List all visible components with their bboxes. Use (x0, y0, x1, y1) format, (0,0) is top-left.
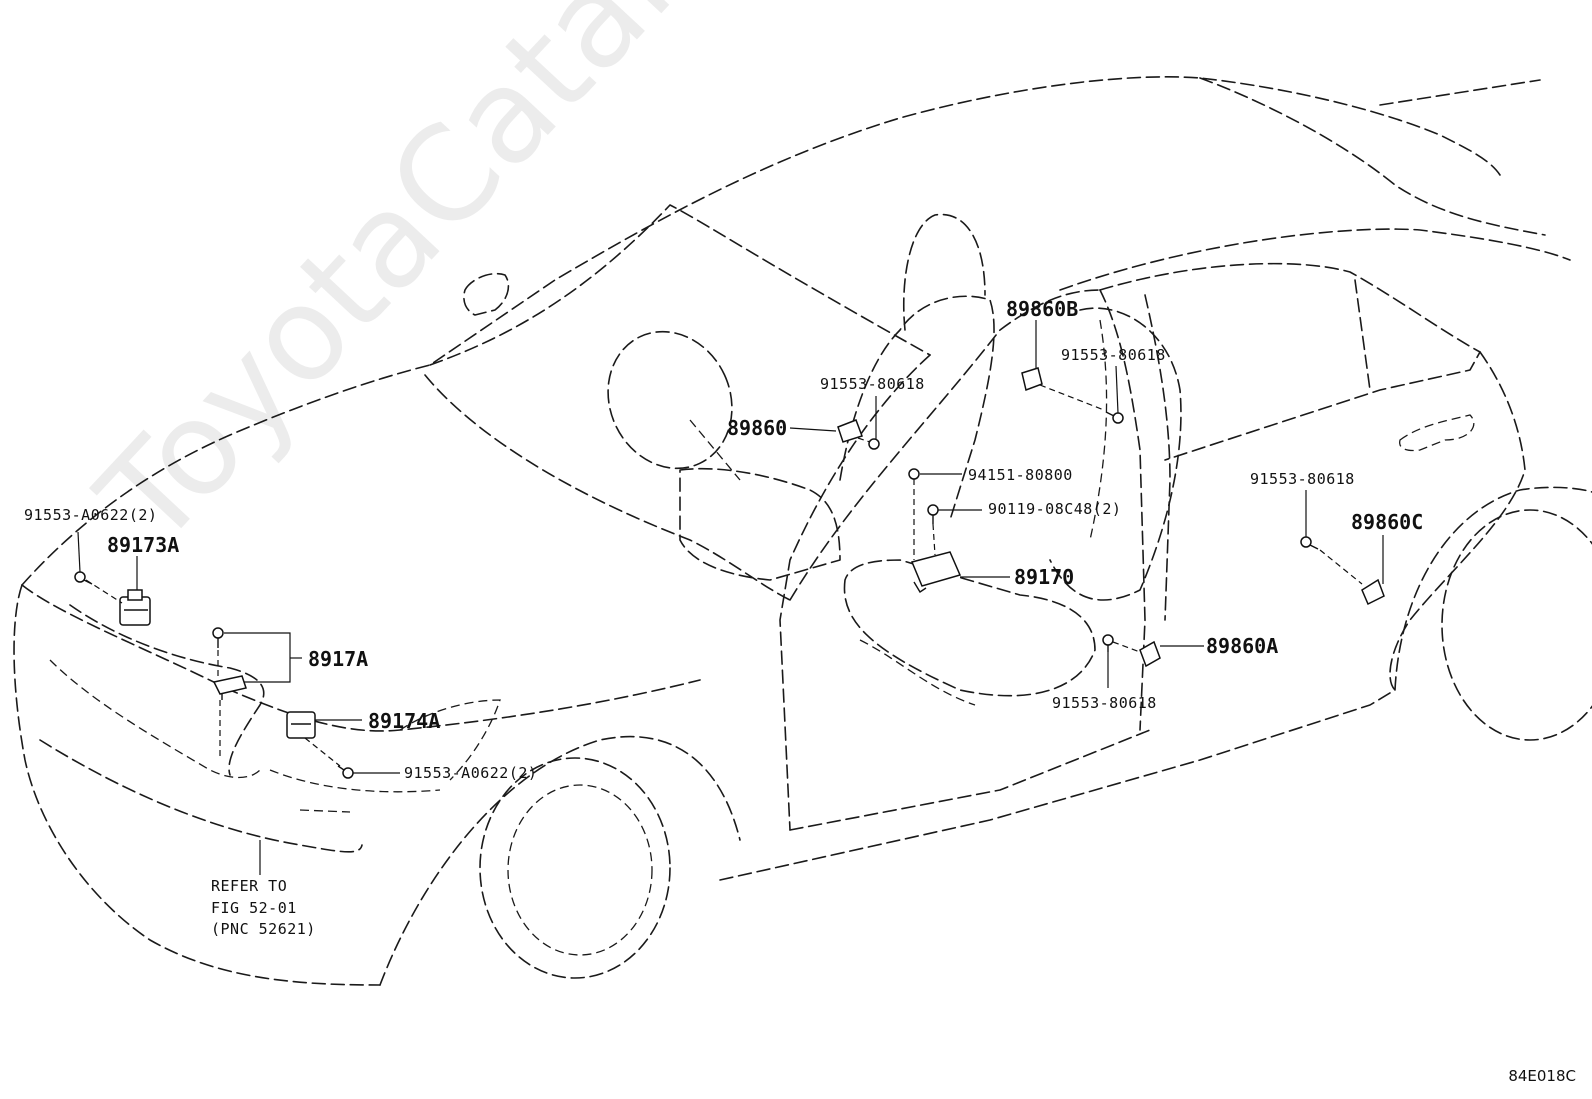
label-bolt-89170: 90119-08C48(2) (988, 500, 1122, 518)
rear-wheel-arch (1394, 486, 1592, 691)
side-sill (719, 689, 1396, 881)
a-pillar (779, 354, 931, 831)
refer-line-3: (PNC 52621) (211, 920, 316, 938)
bolt-89860 (868, 438, 880, 450)
label-bolt-front-left: 91553-A0622(2) (24, 506, 158, 524)
part-89860-sensor (837, 419, 863, 443)
headlamp-edge (69, 604, 265, 776)
hood-line (21, 584, 701, 732)
front-wheel-arch (379, 735, 741, 986)
part-89860B-sensor (1021, 367, 1043, 392)
headrest (902, 213, 986, 331)
bolt-front-left (74, 571, 93, 585)
part-89174A-sensor (286, 711, 316, 739)
roof-rear-line (1199, 77, 1546, 236)
part-89860A-sensor (1139, 640, 1161, 668)
side-lower (789, 729, 1151, 831)
label-nut-89170: 94151-80800 (968, 466, 1073, 484)
bolt-89170 (927, 504, 939, 524)
label-bolt-front-lower: 91553-A0622(2) (404, 764, 538, 782)
steering-wheel (607, 330, 733, 470)
rear-deck-line (1379, 79, 1541, 106)
figure-code: 84E018C (1508, 1067, 1576, 1085)
bumper-lower (39, 739, 363, 853)
label-89860: 89860 (727, 416, 788, 440)
b-pillar-front (1099, 289, 1146, 731)
rear-seat (1049, 307, 1182, 601)
part-89860C-sensor (1361, 578, 1385, 606)
nut-89170 (908, 468, 920, 480)
b-pillar-rear (1144, 294, 1171, 621)
label-bolt-89860A: 91553-80618 (1052, 694, 1157, 712)
label-bolt-89860: 91553-80618 (820, 375, 925, 393)
front-wheel (479, 757, 671, 979)
seat-side (859, 639, 976, 706)
seat-back (839, 295, 995, 521)
rear-window-frame (1099, 262, 1481, 461)
grille-area (49, 659, 261, 779)
refer-line-2: FIG 52-01 (211, 899, 297, 917)
rear-door-top (1059, 228, 1571, 291)
part-89173A-sensor (119, 589, 151, 626)
label-89860B: 89860B (1006, 297, 1079, 321)
lower-trim (269, 769, 441, 793)
dashboard (679, 467, 841, 581)
front-bumper (13, 584, 381, 986)
windshield-top (429, 204, 931, 366)
label-89860C: 89860C (1351, 510, 1424, 534)
label-89170: 89170 (1014, 565, 1075, 589)
part-8917A-bolt (212, 627, 224, 648)
rear-seat-inner (1089, 319, 1108, 541)
rear-pillar (1354, 279, 1371, 391)
rear-wheel (1441, 509, 1592, 741)
bolt-front-lower (337, 765, 354, 779)
seat-cushion (843, 559, 1096, 697)
bolt-89860B (1105, 411, 1124, 424)
label-89174A: 89174A (368, 709, 441, 733)
part-8917A-bracket (212, 675, 247, 700)
label-89860A: 89860A (1206, 634, 1279, 658)
bolt-89860A (1102, 634, 1114, 652)
part-89170-ecu (910, 551, 962, 593)
windshield-bottom (424, 374, 791, 601)
bolt-89860C (1300, 536, 1319, 550)
rocker-ext (299, 809, 351, 813)
label-8917A: 8917A (308, 647, 369, 671)
label-bolt-89860C: 91553-80618 (1250, 470, 1355, 488)
refer-line-1: REFER TO (211, 877, 288, 895)
front-wheel-inner (507, 784, 653, 956)
side-mirror (463, 272, 510, 316)
fender-line (399, 699, 501, 781)
rear-door-edge (1389, 351, 1526, 691)
label-89173A: 89173A (107, 533, 180, 557)
rear-door-handle (1399, 414, 1475, 452)
label-bolt-89860B: 91553-80618 (1061, 346, 1166, 364)
roof-line (21, 76, 1501, 586)
